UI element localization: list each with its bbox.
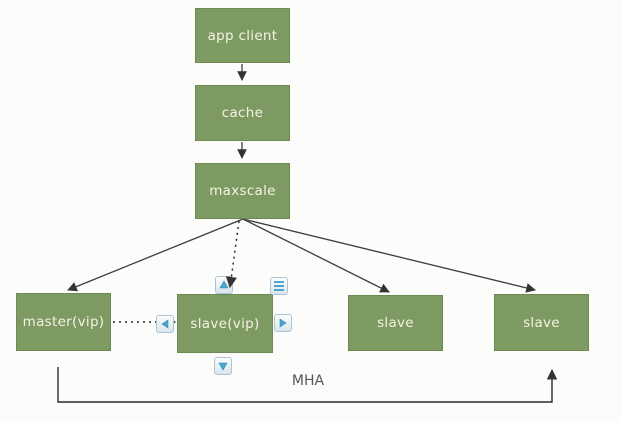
edge-maxscale-slave1 bbox=[242, 218, 390, 293]
node-app-client-label: app client bbox=[207, 27, 278, 44]
down-arrow-handle[interactable] bbox=[214, 357, 232, 375]
node-slave-vip-label: slave(vip) bbox=[190, 315, 260, 332]
node-slave-2-label: slave bbox=[523, 314, 560, 331]
menu-handle[interactable] bbox=[270, 277, 288, 295]
up-arrow-icon bbox=[219, 280, 229, 289]
node-slave-vip[interactable]: slave(vip) bbox=[177, 294, 273, 353]
menu-icon bbox=[274, 281, 284, 291]
node-app-client[interactable]: app client bbox=[195, 8, 290, 63]
node-maxscale[interactable]: maxscale bbox=[195, 163, 290, 219]
node-master-vip-label: master(vip) bbox=[22, 314, 105, 330]
right-arrow-handle[interactable] bbox=[274, 314, 292, 332]
down-arrow-icon bbox=[218, 362, 228, 371]
node-slave-1-label: slave bbox=[377, 315, 414, 331]
node-cache[interactable]: cache bbox=[195, 85, 290, 141]
node-slave-2[interactable]: slave bbox=[494, 294, 589, 351]
up-arrow-handle[interactable] bbox=[215, 276, 233, 294]
node-master-vip[interactable]: master(vip) bbox=[16, 293, 111, 351]
node-maxscale-label: maxscale bbox=[209, 183, 276, 199]
right-arrow-icon bbox=[279, 318, 287, 328]
node-cache-label: cache bbox=[221, 105, 264, 121]
left-arrow-icon bbox=[161, 319, 169, 329]
node-slave-1[interactable]: slave bbox=[348, 295, 443, 351]
mha-label: MHA bbox=[291, 373, 325, 389]
left-arrow-handle[interactable] bbox=[156, 315, 174, 333]
